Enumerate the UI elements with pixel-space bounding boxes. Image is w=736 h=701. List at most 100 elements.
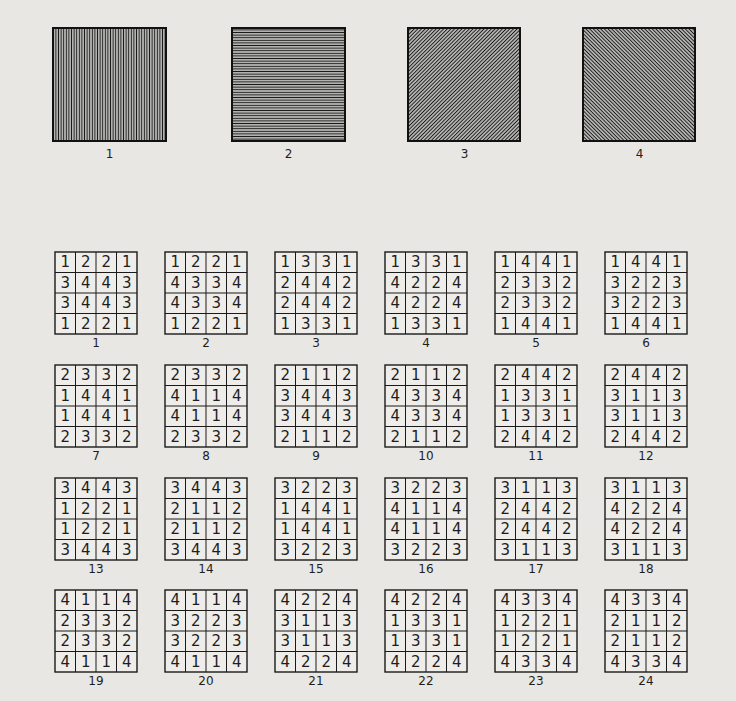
grid-cell-number: 4 bbox=[165, 273, 186, 294]
grid-number: 18 bbox=[605, 561, 687, 577]
grid-cell-number: 3 bbox=[426, 631, 447, 652]
grid-cell-number: 3 bbox=[76, 611, 97, 632]
grid-cell-number: 3 bbox=[337, 631, 358, 652]
grid-cell-number: 3 bbox=[55, 540, 76, 561]
grid-number: 11 bbox=[495, 448, 577, 464]
grid-cell-number: 3 bbox=[275, 386, 296, 407]
grid-cell-number: 2 bbox=[165, 365, 186, 386]
grid-cell-number: 3 bbox=[55, 273, 76, 294]
grid-cell-number: 3 bbox=[385, 540, 406, 561]
grid-cell-number: 4 bbox=[296, 406, 317, 427]
grid-cell-number: 4 bbox=[646, 365, 667, 386]
grid-cell-number: 1 bbox=[646, 386, 667, 407]
grid-line bbox=[556, 365, 557, 447]
grid-line bbox=[446, 478, 447, 560]
grid-cell-number: 1 bbox=[426, 499, 447, 520]
number-grid bbox=[495, 365, 577, 447]
grid-cell-number: 3 bbox=[206, 427, 227, 448]
grid-cell-number: 4 bbox=[516, 252, 537, 273]
grid-cell-number: 4 bbox=[516, 427, 537, 448]
grid-cell-number: 1 bbox=[626, 386, 647, 407]
grid-cell-number: 3 bbox=[536, 406, 557, 427]
grid-cell-number: 4 bbox=[165, 652, 186, 673]
grid-line bbox=[495, 519, 577, 520]
grid-number: 5 bbox=[495, 335, 577, 351]
grid-cell-number: 2 bbox=[117, 611, 138, 632]
grid-number: 2 bbox=[165, 335, 247, 351]
grid-cell-number: 3 bbox=[165, 631, 186, 652]
grid-line bbox=[165, 651, 247, 652]
grid-cell-number: 4 bbox=[667, 519, 688, 540]
diagonal-right-line-square bbox=[408, 28, 520, 141]
grid-line bbox=[495, 313, 577, 314]
grid-cell-number: 4 bbox=[536, 519, 557, 540]
grid-cell-number: 3 bbox=[165, 478, 186, 499]
grid-cell-number: 1 bbox=[296, 611, 317, 632]
number-grid bbox=[55, 365, 137, 447]
grid-cell-number: 1 bbox=[55, 519, 76, 540]
grid-cell-number: 3 bbox=[206, 365, 227, 386]
grid-line bbox=[165, 293, 247, 294]
grid-cell-number: 3 bbox=[646, 652, 667, 673]
grid-cell-number: 3 bbox=[227, 540, 248, 561]
grid-cell-number: 3 bbox=[536, 293, 557, 314]
square-number: 4 bbox=[583, 146, 696, 162]
grid-cell-number: 1 bbox=[626, 406, 647, 427]
grid-cell-number: 4 bbox=[385, 406, 406, 427]
grid-cell-number: 4 bbox=[186, 540, 207, 561]
grid-line bbox=[666, 590, 667, 672]
square-number: 2 bbox=[232, 146, 345, 162]
square-number: 3 bbox=[408, 146, 521, 162]
grid-cell-number: 2 bbox=[227, 499, 248, 520]
grid-cell-number: 2 bbox=[165, 427, 186, 448]
grid-line bbox=[55, 631, 137, 632]
grid-cell-number: 1 bbox=[667, 314, 688, 335]
grid-cell-number: 1 bbox=[626, 478, 647, 499]
number-grid bbox=[275, 478, 357, 560]
grid-line bbox=[385, 293, 467, 294]
grid-cell-number: 2 bbox=[76, 519, 97, 540]
grid-cell-number: 3 bbox=[96, 427, 117, 448]
grid-cell-number: 2 bbox=[275, 427, 296, 448]
grid-cell-number: 1 bbox=[316, 365, 337, 386]
grid-cell-number: 1 bbox=[605, 314, 626, 335]
grid-cell-number: 3 bbox=[605, 273, 626, 294]
grid-border bbox=[605, 365, 687, 447]
grid-cell-number: 1 bbox=[316, 631, 337, 652]
grid-cell-number: 3 bbox=[186, 273, 207, 294]
grid-cell-number: 1 bbox=[646, 478, 667, 499]
grid-cell-number: 2 bbox=[55, 611, 76, 632]
vertical-line-square bbox=[53, 28, 166, 141]
grid-cell-number: 2 bbox=[646, 273, 667, 294]
grid-cell-number: 2 bbox=[626, 499, 647, 520]
grid-cell-number: 4 bbox=[227, 273, 248, 294]
grid-cell-number: 2 bbox=[296, 652, 317, 673]
grid-cell-number: 3 bbox=[605, 478, 626, 499]
grid-border bbox=[605, 590, 687, 672]
grid-cell-number: 2 bbox=[316, 590, 337, 611]
grid-cell-number: 1 bbox=[76, 652, 97, 673]
grid-border bbox=[165, 252, 247, 334]
grid-cell-number: 3 bbox=[117, 273, 138, 294]
grid-number: 4 bbox=[385, 335, 467, 351]
grid-line bbox=[385, 631, 467, 632]
grid-line bbox=[165, 519, 247, 520]
grid-cell-number: 4 bbox=[96, 478, 117, 499]
grid-line bbox=[605, 519, 687, 520]
grid-cell-number: 2 bbox=[495, 365, 516, 386]
grid-cell-number: 1 bbox=[406, 499, 427, 520]
grid-cell-number: 4 bbox=[385, 590, 406, 611]
grid-cell-number: 3 bbox=[227, 478, 248, 499]
grid-cell-number: 1 bbox=[186, 590, 207, 611]
number-grid bbox=[165, 252, 247, 334]
grid-line bbox=[275, 313, 357, 314]
grid-cell-number: 3 bbox=[667, 540, 688, 561]
grid-number: 6 bbox=[605, 335, 687, 351]
grid-line bbox=[55, 651, 137, 652]
grid-cell-number: 4 bbox=[96, 540, 117, 561]
grid-cell-number: 1 bbox=[117, 499, 138, 520]
grid-line bbox=[165, 539, 247, 540]
number-grid bbox=[55, 252, 137, 334]
grid-cell-number: 3 bbox=[667, 273, 688, 294]
grid-cell-number: 1 bbox=[55, 499, 76, 520]
